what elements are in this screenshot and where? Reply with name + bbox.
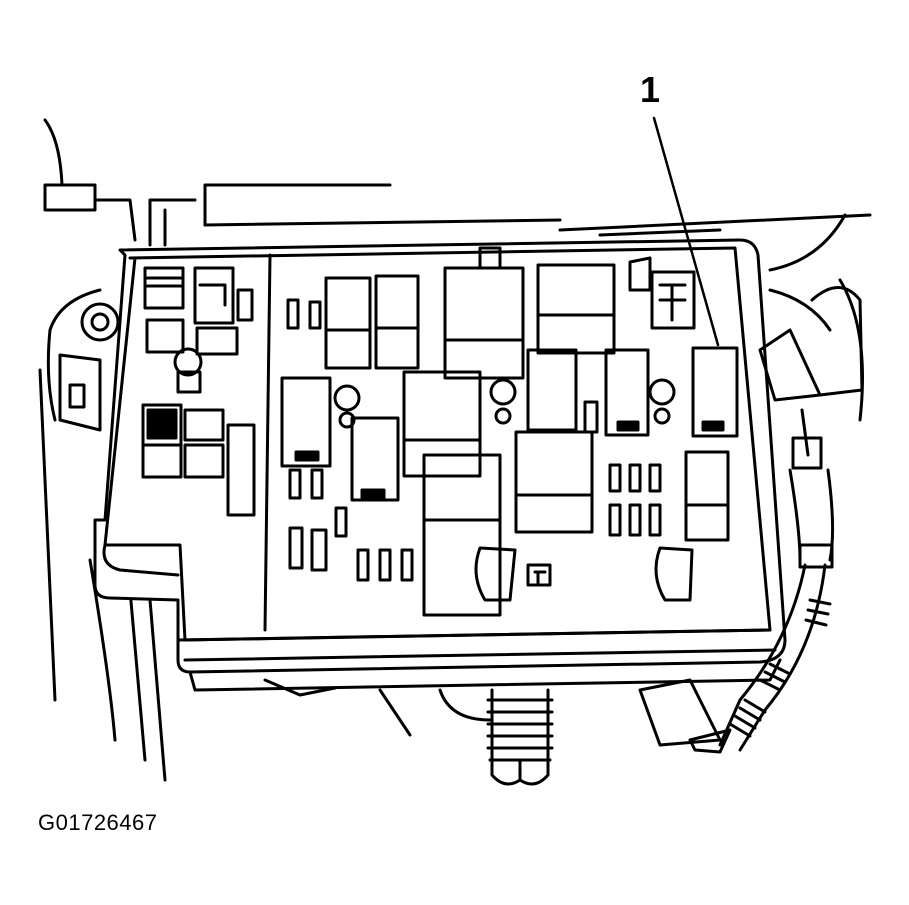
wiring-harness-connector: [265, 680, 552, 784]
battery-cable: [690, 410, 833, 752]
retaining-bolts: [335, 248, 692, 600]
fuse-box-housing: [95, 240, 785, 690]
left-section-components: [143, 268, 254, 515]
mini-fuses: [290, 402, 660, 580]
callout-leader-line: [654, 118, 718, 345]
callout-label: 1: [640, 69, 661, 110]
figure-id: G01726467: [38, 810, 158, 835]
right-side-structure: [760, 288, 862, 401]
vehicle-structure: [40, 120, 870, 780]
